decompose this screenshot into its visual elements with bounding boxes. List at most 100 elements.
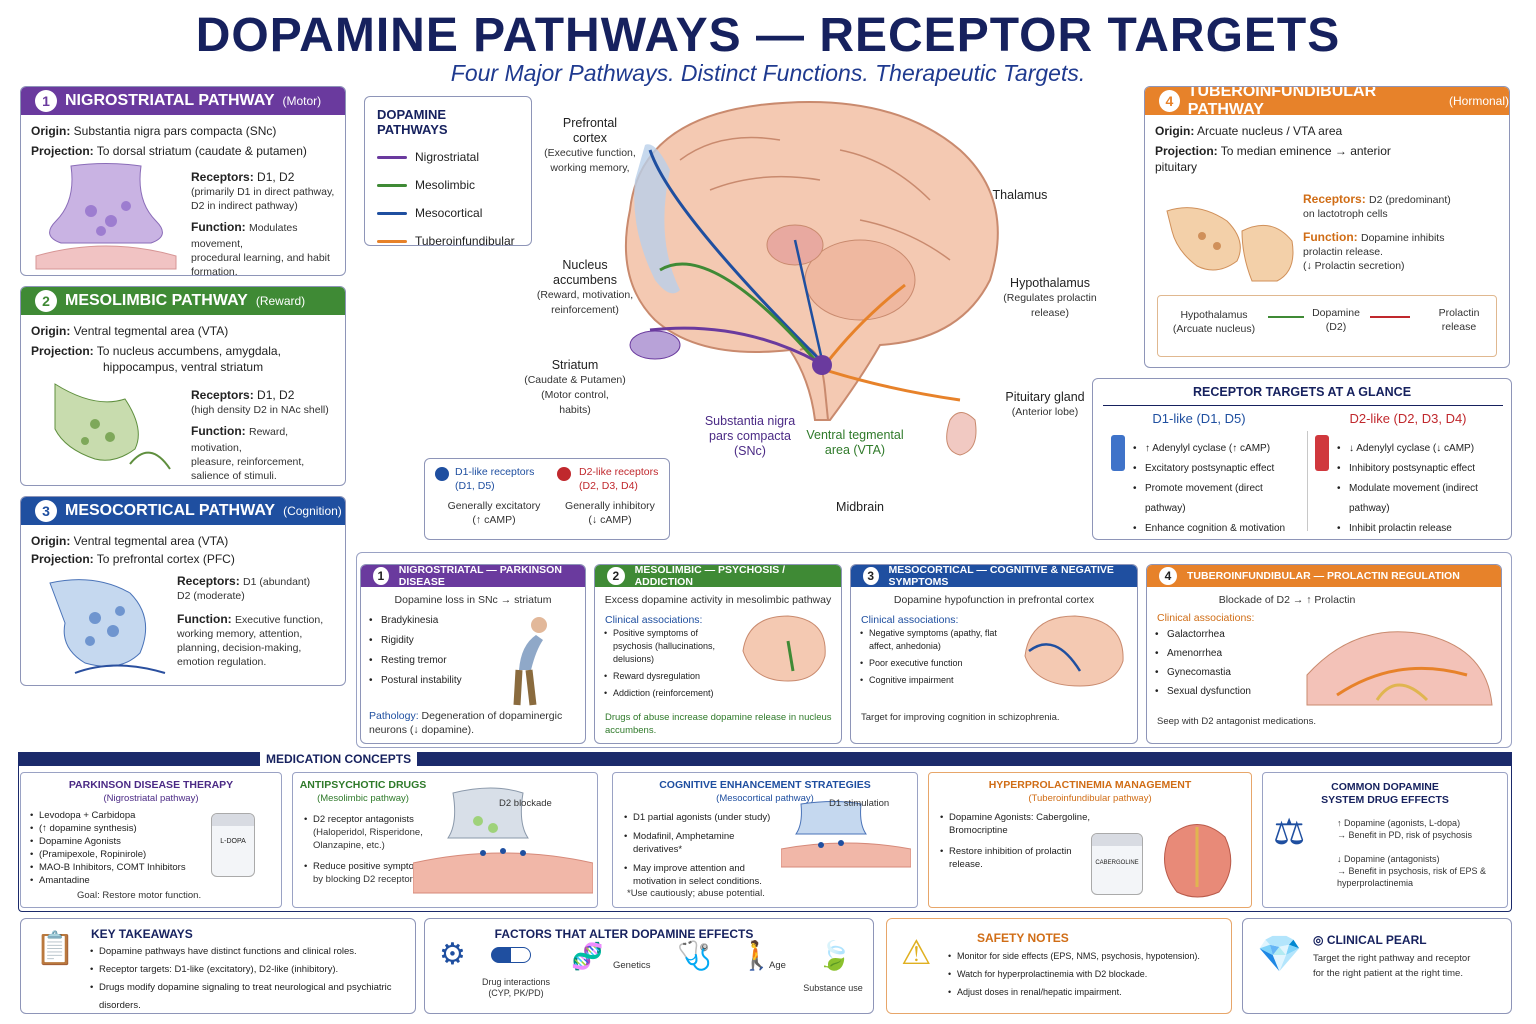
med-title: COMMON DOPAMINE: [1331, 781, 1439, 793]
common-effects-card: COMMON DOPAMINE SYSTEM DRUG EFFECTS ⚖ ↑ …: [1262, 772, 1508, 908]
bottle-label: CABERGOLINE: [1095, 860, 1139, 866]
panel-title: FACTORS THAT ALTER DOPAMINE EFFECTS: [494, 927, 754, 941]
med-item: Modafinil, Amphetamine derivatives*: [621, 830, 781, 856]
med-item: Restore inhibition of prolactin release.: [937, 845, 1097, 871]
pearl-line: Target the right pathway and receptor: [1313, 953, 1471, 964]
label-note: habits): [559, 404, 591, 416]
med-tag: D1 stimulation: [829, 798, 890, 809]
card-tag: (Reward): [255, 294, 306, 308]
function-value: (↓ Prolactin secretion): [1303, 260, 1405, 272]
panel-title: ◎ CLINICAL PEARL: [1313, 933, 1427, 947]
receptors-note: (high density D2 in NAc shell): [191, 404, 329, 416]
symptom-item: Postural instability: [361, 671, 471, 691]
symptom-item: Galactorrhea: [1147, 625, 1287, 644]
d1-heading: D1-like (D1, D5): [1152, 411, 1246, 426]
factor-label: Drug interactions(CYP, PK/PD): [471, 977, 561, 999]
origin-value: Ventral tegmental area (VTA): [73, 324, 229, 338]
origin-key: Origin:: [31, 124, 71, 138]
symptom-item: Sexual dysfunction: [1147, 682, 1287, 701]
med-item: Olanzapine, etc.): [313, 840, 385, 851]
label-note: working memory,: [550, 162, 630, 174]
key-takeaways-panel: 📋 KEY TAKEAWAYS Dopamine pathways have d…: [20, 918, 416, 1014]
page-subtitle: Four Major Pathways. Distinct Functions.…: [450, 60, 1086, 86]
flow-text: Hypothalamus: [1180, 309, 1248, 321]
card-title: MESOCORTICAL PATHWAY: [65, 502, 276, 519]
card-title: MESOLIMBIC PATHWAY: [65, 292, 248, 309]
takeaway-item: Receptor targets: D1-like (excitatory), …: [87, 961, 413, 979]
parkinson-therapy-card: PARKINSON DISEASE THERAPY (Nigrostriatal…: [20, 772, 282, 908]
capsule-icon: [491, 947, 531, 963]
d1-key-effect: Generally excitatory: [447, 500, 541, 512]
receptors-key: Receptors:: [191, 170, 254, 184]
symptom-item: Amenorrhea: [1147, 644, 1287, 663]
safety-item: Watch for hyperprolactinemia with D2 blo…: [945, 965, 1225, 983]
med-goal: Goal: Restore motor function.: [77, 890, 202, 901]
legend-item: Nigrostriatal: [377, 143, 519, 171]
hyperprolactinemia-card: HYPERPROLACTINEMIA MANAGEMENT (Tuberoinf…: [928, 772, 1252, 908]
stooped-person-icon: [513, 617, 547, 706]
d2-effect: Inhibitory postsynaptic effect: [1329, 459, 1509, 479]
flow-text: (Arcuate nucleus): [1172, 323, 1256, 335]
label-text: Substantia nigra: [704, 414, 796, 428]
factor-label: Age: [769, 960, 786, 971]
med-item: Reduce positive symptoms: [301, 860, 441, 873]
d2-key-label: D2-like receptors: [579, 466, 659, 478]
label-note: reinforcement): [551, 304, 619, 316]
thalamus-label: Thalamus: [992, 188, 1048, 202]
label-text: Ventral tegmental: [806, 428, 904, 442]
flow-text: Prolactin: [1438, 307, 1480, 319]
legend-label: Tuberoinfundibular: [415, 234, 515, 246]
receptors-key: Receptors:: [177, 574, 240, 588]
card-number: 4: [1159, 90, 1180, 112]
card-tag: (Cognition): [283, 504, 342, 518]
function-value: pleasure, reinforcement,: [191, 456, 305, 468]
projection-key: Projection:: [31, 144, 94, 158]
medication-heading: MEDICATION CONCEPTS: [260, 752, 418, 766]
function-key: Function:: [177, 612, 232, 626]
synapse-illustration: [781, 801, 911, 868]
projection-key: Projection:: [31, 344, 94, 358]
card-number: 1: [35, 90, 57, 112]
function-value: planning, decision-making,: [177, 642, 302, 654]
function-value: formation.: [191, 266, 238, 276]
cognitive-enhancement-card: COGNITIVE ENHANCEMENT STRATEGIES (Mesoco…: [612, 772, 918, 908]
person-cane-icon: 🚶: [739, 940, 774, 971]
med-sub: (Mesocortical pathway): [716, 793, 814, 804]
card-number: 2: [607, 567, 625, 585]
safety-notes-panel: ⚠ SAFETY NOTES Monitor for side effects …: [886, 918, 1232, 1014]
d2-receptor-icon: [1315, 435, 1329, 471]
clinical-associations-heading: Clinical associations:: [605, 614, 703, 626]
clinical-title: MESOLIMBIC — PSYCHOSIS / ADDICTION: [634, 564, 786, 588]
med-sub: (Nigrostriatal pathway): [103, 793, 199, 804]
inhibit-icon: [1370, 316, 1410, 318]
clinical-title: MESOCORTICAL — COGNITIVE & NEGATIVE SYMP…: [888, 564, 1114, 588]
symptom-item: Bradykinesia: [361, 611, 471, 631]
panel-title: SAFETY NOTES: [977, 931, 1069, 945]
card-title: NIGROSTRIATAL PATHWAY: [65, 92, 275, 109]
factor-text: Drug interactions: [481, 977, 551, 987]
factor-label: Genetics: [613, 960, 651, 971]
med-title: ANTIPSYCHOTIC DRUGS: [299, 779, 427, 791]
synapse-illustration: [35, 163, 177, 270]
med-item: Amantadine: [27, 874, 207, 887]
legend-item: Mesolimbic: [377, 171, 519, 199]
projection-key: Projection:: [1155, 144, 1218, 158]
safety-item: Adjust doses in renal/hepatic impairment…: [945, 983, 1225, 1001]
gem-icon: 💎: [1257, 933, 1302, 974]
card-number: 4: [1159, 567, 1177, 585]
pill-bottle-icon: L-DOPA: [211, 813, 255, 877]
receptors-note: D2 in indirect pathway): [191, 200, 298, 212]
d2-dot-icon: [557, 467, 571, 481]
clinical-lead: Blockade of D2 → ↑ Prolactin: [1218, 594, 1356, 606]
d1-effect: ↑ Adenylyl cyclase (↑ cAMP): [1125, 439, 1305, 459]
label-note: (Reward, motivation,: [536, 289, 634, 301]
factors-panel: FACTORS THAT ALTER DOPAMINE EFFECTS ⚙ Dr…: [424, 918, 874, 1014]
symptom-item: Cognitive impairment: [857, 674, 997, 687]
legend-item: Mesocortical: [377, 199, 519, 227]
